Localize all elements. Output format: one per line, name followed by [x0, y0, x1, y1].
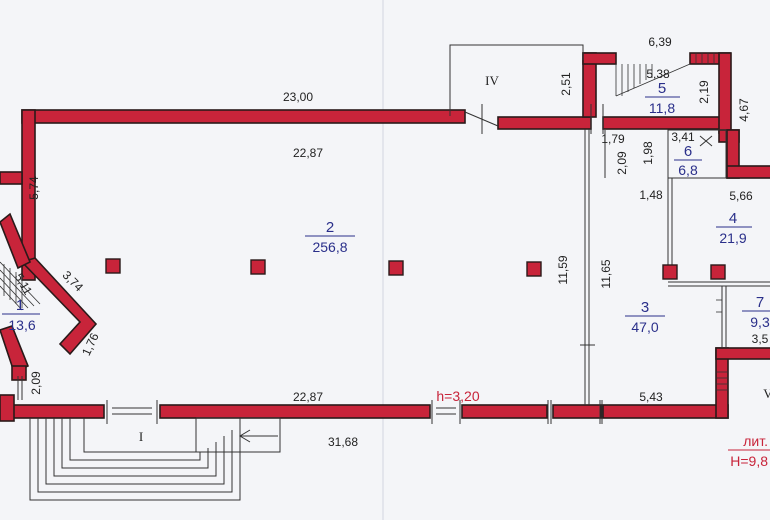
wall-top-middle [497, 116, 592, 130]
ceiling-height: h=3,20 [436, 388, 479, 404]
dim-left-wall: 5,74 [27, 176, 41, 200]
wall-bottom-e [602, 404, 729, 419]
dim-top-inner: 22,87 [293, 146, 323, 160]
dim-room4-width: 5,66 [729, 189, 753, 203]
column [388, 260, 404, 276]
porch-iv [449, 44, 584, 116]
dim-outer-right: 4,67 [737, 98, 751, 122]
room6-outline [667, 129, 727, 179]
wall-stair-lower [0, 325, 30, 374]
dim-top-outer: 23,00 [283, 90, 313, 104]
dim-hall-height-a: 11,59 [556, 255, 570, 284]
room-number-4: 4 [729, 210, 737, 227]
liter-label: лит. [743, 433, 768, 449]
entrance-label-iv: IV [485, 73, 499, 88]
room-number-6: 6 [684, 143, 692, 160]
room-area-1: 13,6 [8, 317, 35, 333]
dim-room6-bottom: 1,48 [639, 188, 663, 202]
door-marks [17, 104, 713, 424]
wall-right-lower-top [715, 347, 770, 360]
dim-room7-small: 3,5 [752, 332, 769, 346]
dim-hall-height-b: 11,65 [599, 259, 613, 288]
dim-room5-inner: 5,38 [646, 67, 670, 81]
wall-left-lower [11, 365, 27, 381]
dim-room5-left: 2,51 [559, 72, 573, 96]
column [710, 264, 726, 280]
dim-room5-right: 2,19 [697, 80, 711, 104]
dim-corridor-left: 2,09 [615, 151, 629, 175]
wall-left-stub [0, 171, 23, 185]
stair-room1 [0, 261, 41, 311]
wall-top-right [602, 116, 729, 130]
dim-left-low: 2,09 [29, 371, 43, 395]
wall-left [21, 109, 36, 281]
entrance-label-i: I [139, 429, 143, 444]
dim-room5-top: 6,39 [648, 35, 672, 49]
wall-stair-left [0, 212, 32, 270]
dim-bottom-right: 5,43 [639, 390, 663, 404]
room-area-6: 6,8 [678, 162, 698, 178]
column [105, 258, 121, 274]
dim-room6-top: 3,41 [671, 130, 695, 144]
wall-room5-top-a [582, 52, 617, 65]
wall-right-outer [726, 165, 770, 179]
room-area-5: 11,8 [649, 100, 675, 116]
entrance-label-v: V [763, 386, 770, 401]
building-height: H=9,8 [730, 453, 768, 469]
column [250, 259, 266, 275]
column [526, 261, 542, 277]
stair-room7 [716, 299, 728, 391]
column [662, 264, 678, 280]
room-number-2: 2 [326, 219, 334, 236]
room-number-1: 1 [16, 297, 24, 314]
wall-stair-diagonal [20, 257, 98, 356]
porch-i-steps [29, 417, 281, 501]
dim-bottom-outer: 31,68 [328, 435, 358, 449]
room-number-7: 7 [756, 294, 764, 311]
wall-room5-right [718, 52, 732, 134]
room-number-3: 3 [641, 299, 649, 316]
dim-bottom-inner: 22,87 [293, 390, 323, 404]
stair-room5 [615, 53, 715, 97]
arrow-icon [239, 429, 278, 443]
room-area-2: 256,8 [312, 239, 347, 255]
room-area-3: 47,0 [631, 319, 658, 335]
wall-top-left [21, 109, 466, 124]
wall-corner-left [0, 394, 15, 422]
wall-bottom-d [552, 404, 602, 419]
dim-room6-left: 1,98 [641, 141, 655, 165]
room-area-7: 9,3 [750, 314, 770, 330]
wall-bottom-a [9, 404, 105, 419]
room-number-5: 5 [658, 80, 666, 97]
wall-bottom-c [461, 404, 548, 419]
dim-corridor-width: 1,79 [601, 132, 625, 146]
room-area-4: 21,9 [719, 230, 746, 246]
wall-bottom-b [159, 404, 431, 419]
